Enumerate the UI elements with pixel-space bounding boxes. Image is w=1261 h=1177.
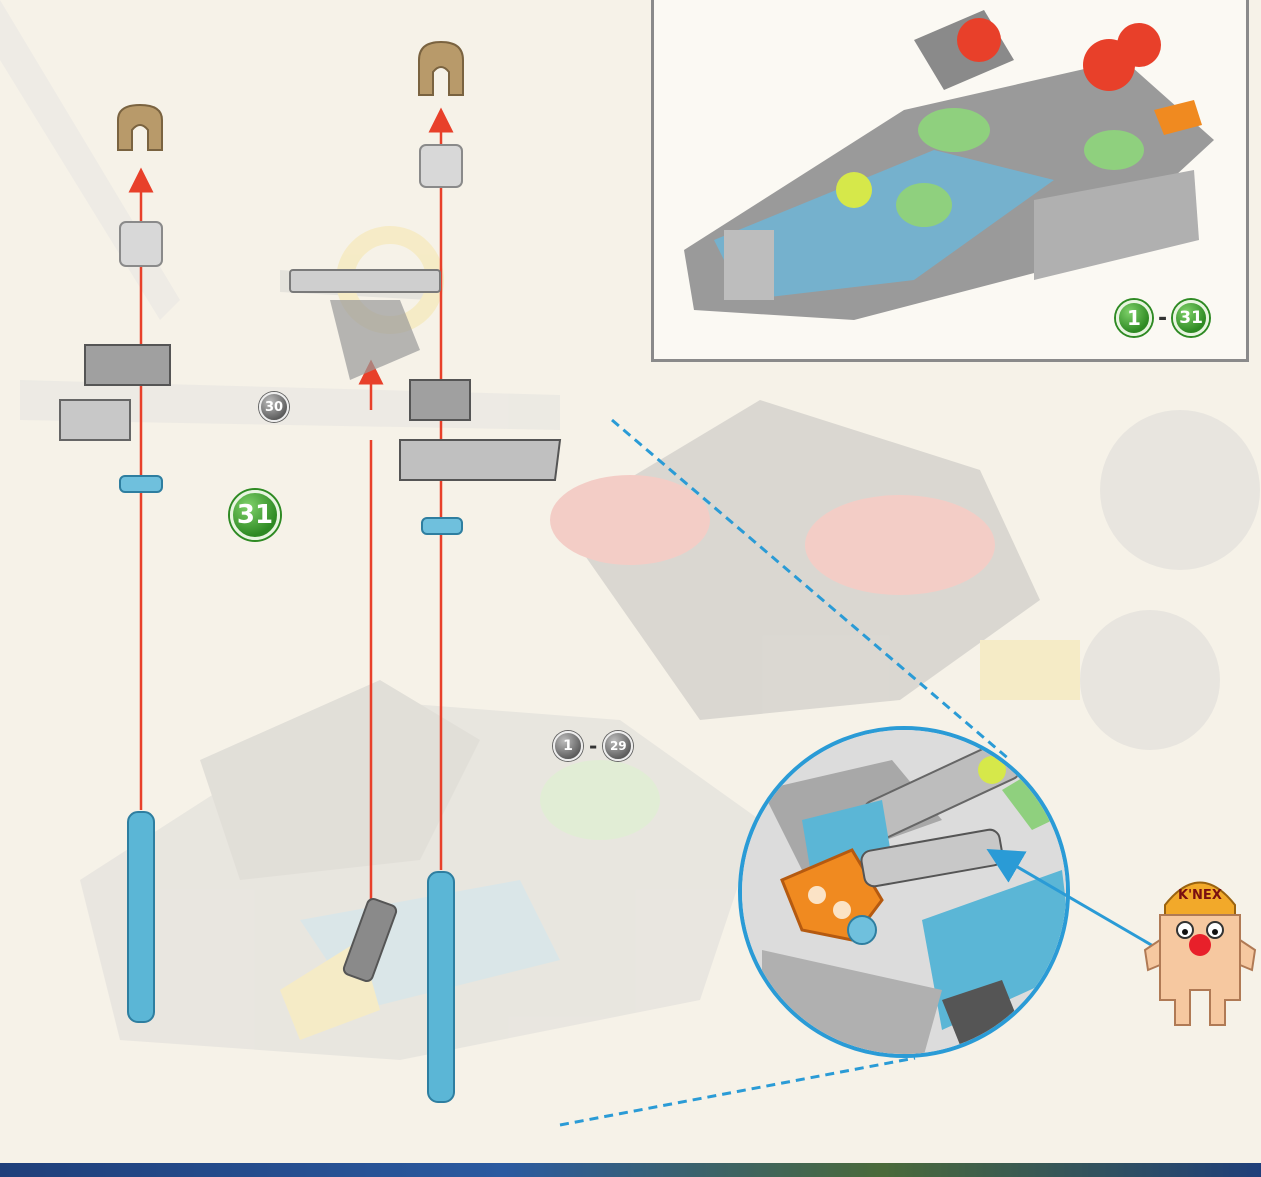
model-range-end-badge: 29 xyxy=(603,731,634,761)
background-wheel-lower-right xyxy=(1080,610,1220,750)
background-chassis-upper xyxy=(200,680,480,880)
left-gray-connector xyxy=(84,344,171,386)
detail-zoom-circle xyxy=(738,726,1070,1058)
right-gray-connector xyxy=(409,379,471,421)
left-tan-clip-connector xyxy=(117,103,163,151)
gray-beam-part xyxy=(289,269,441,293)
previous-part-step-badge: 30 xyxy=(259,392,289,422)
model-range-start-badge: 1 xyxy=(553,731,583,761)
background-green-part xyxy=(540,760,660,840)
left-blue-rod xyxy=(127,811,155,1023)
right-blue-rod xyxy=(427,871,455,1103)
background-wheel-right xyxy=(1100,410,1260,570)
mascot-pointer-arrow xyxy=(986,848,1161,952)
right-tan-clip-connector xyxy=(418,40,464,96)
current-step-badge: 31 xyxy=(230,490,280,540)
preview-red-wheel-1 xyxy=(957,18,1001,62)
left-blue-spacer xyxy=(119,475,163,493)
preview-box: 1 - 31 xyxy=(651,0,1249,362)
zoom-line-top xyxy=(611,418,1011,762)
preview-red-wheel-3 xyxy=(1117,23,1161,67)
background-red-wheels xyxy=(805,495,995,595)
preview-step-range: 1 - 31 xyxy=(1116,300,1210,336)
model-step-range: 1 - 29 xyxy=(553,731,634,761)
bottom-color-band xyxy=(0,1163,1261,1177)
mascot-body xyxy=(1159,914,1241,1026)
right-blue-spacer xyxy=(421,517,463,535)
background-yellow-block xyxy=(980,640,1080,700)
zoom-line-bottom xyxy=(559,1056,916,1127)
background-chassis xyxy=(80,700,760,1060)
mascot-hard-hat xyxy=(1164,881,1236,916)
left-gray-connector-lower xyxy=(59,399,131,441)
left-gray-spacer xyxy=(119,221,163,267)
center-gray-rod xyxy=(342,897,398,983)
mascot-brand-label: K'NEX xyxy=(1178,888,1222,903)
preview-range-start-badge: 1 xyxy=(1116,300,1152,336)
mascot-red-nose xyxy=(1189,934,1211,956)
gray-gear-part xyxy=(330,300,420,380)
preview-range-end-badge: 31 xyxy=(1173,300,1210,336)
background-red-wheel xyxy=(550,475,710,565)
right-gray-hub-connector xyxy=(399,439,562,481)
preview-model-illustration xyxy=(684,10,1214,320)
detail-illustration xyxy=(742,730,1066,1054)
right-gray-spacer xyxy=(419,144,463,188)
